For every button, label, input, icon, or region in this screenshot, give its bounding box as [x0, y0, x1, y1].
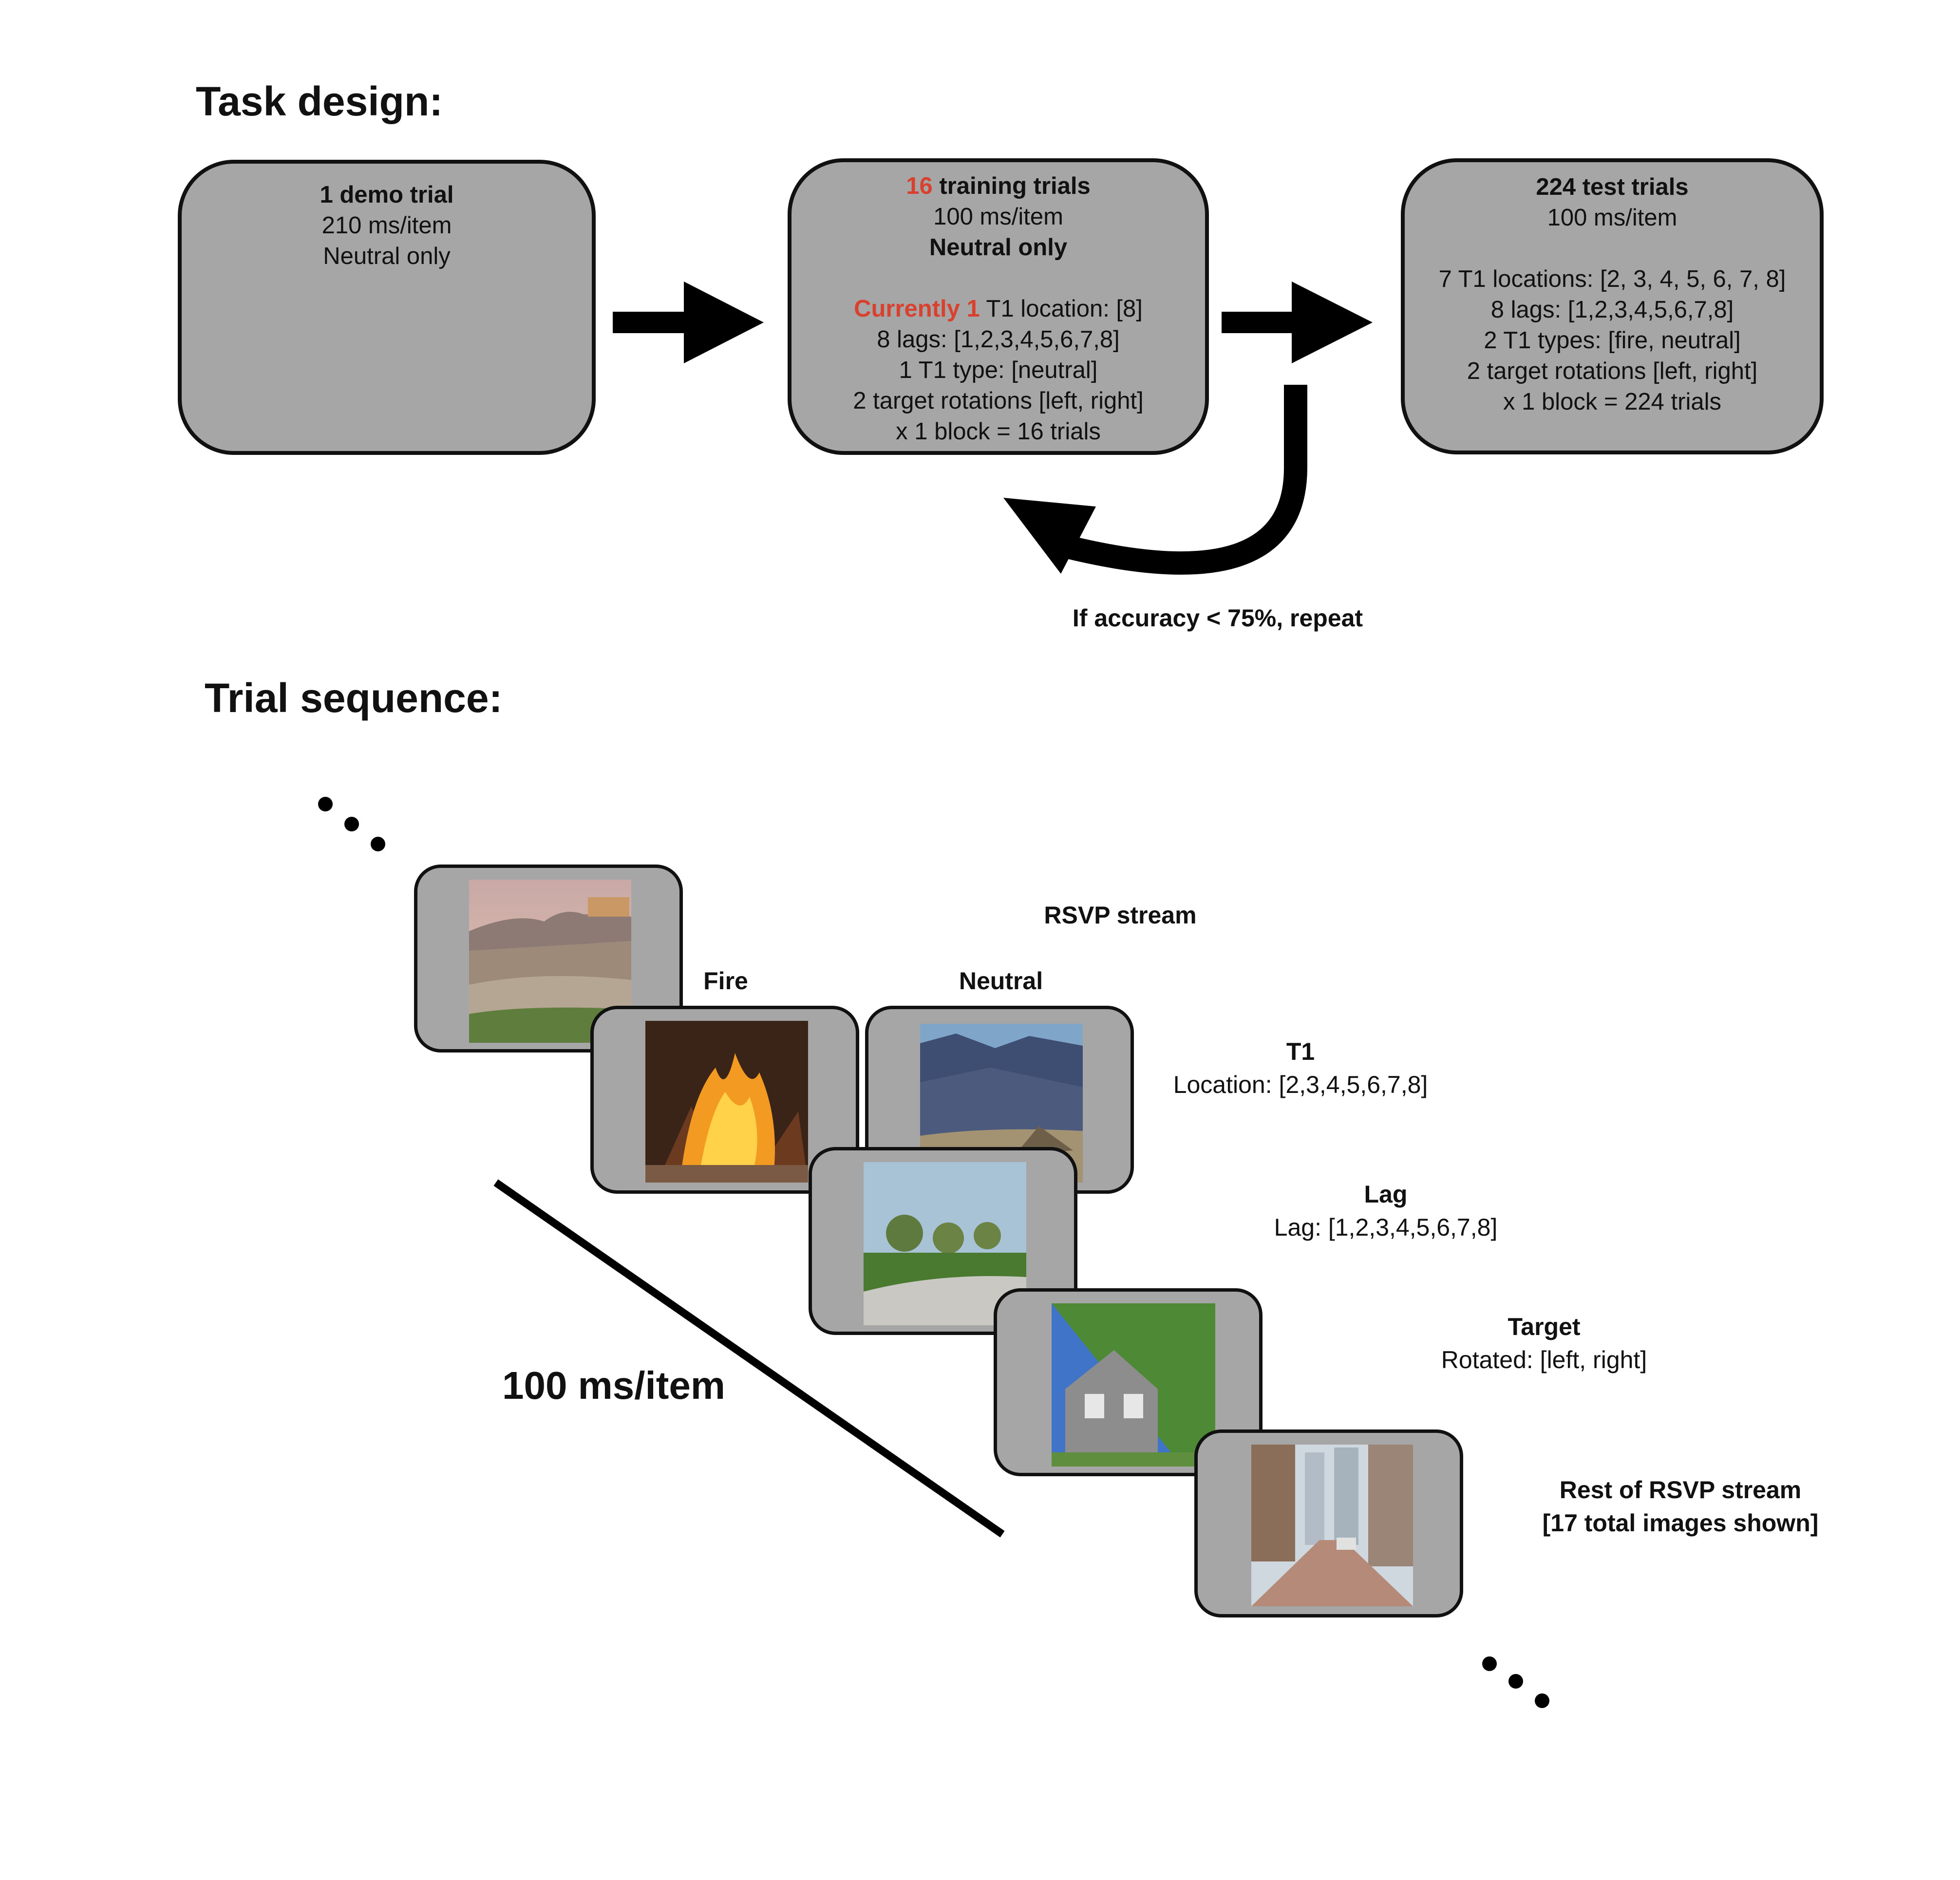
- training-types: 1 T1 type: [neutral]: [899, 357, 1098, 383]
- trial-sequence-heading: Trial sequence:: [205, 675, 503, 721]
- training-rotations: 2 target rotations [left, right]: [853, 388, 1144, 414]
- arrow-training-to-test: [1222, 282, 1373, 363]
- arrow-repeat: [1003, 385, 1307, 575]
- target-desc: Rotated: [left, right]: [1441, 1346, 1647, 1373]
- rate-label: 100 ms/item: [502, 1364, 726, 1407]
- task-design-heading: Task design:: [196, 78, 443, 124]
- t1-title: T1: [1286, 1038, 1315, 1065]
- lag-annotation: Lag Lag: [1,2,3,4,5,6,7,8]: [1191, 1178, 1581, 1244]
- training-block: x 1 block = 16 trials: [896, 418, 1101, 445]
- demo-trial-box: 1 demo trial 210 ms/item Neutral only: [178, 160, 596, 455]
- training-title-rest: training trials: [932, 173, 1091, 199]
- lag-desc: Lag: [1,2,3,4,5,6,7,8]: [1274, 1214, 1498, 1241]
- ellipsis-dots-bottom: [1482, 1656, 1549, 1708]
- neutral-label: Neutral: [959, 967, 1043, 995]
- training-location-rest: T1 location: [8]: [980, 296, 1143, 322]
- rsvp-frame-house: [994, 1288, 1263, 1476]
- rsvp-frame-acropolis: [414, 865, 683, 1053]
- test-rate: 100 ms/item: [1547, 205, 1677, 231]
- rsvp-frame-street: [1194, 1429, 1463, 1617]
- rest-desc: [17 total images shown]: [1542, 1509, 1819, 1537]
- training-lags: 8 lags: [1,2,3,4,5,6,7,8]: [877, 326, 1120, 353]
- arrow-demo-to-training: [613, 282, 764, 363]
- test-locations: 7 T1 locations: [2, 3, 4, 5, 6, 7, 8]: [1438, 266, 1786, 292]
- street-photo: [1251, 1445, 1413, 1606]
- training-location-highlight: Currently 1: [854, 296, 980, 322]
- rsvp-stream-label: RSVP stream: [1044, 902, 1197, 929]
- acropolis-photo: [469, 880, 631, 1043]
- fire-photo: [645, 1021, 808, 1183]
- lag-title: Lag: [1364, 1181, 1408, 1208]
- training-count: 16: [906, 173, 933, 199]
- house-photo: [1052, 1303, 1215, 1466]
- training-trials-box: 16 training trials 100 ms/item Neutral o…: [788, 158, 1209, 455]
- t1-desc: Location: [2,3,4,5,6,7,8]: [1173, 1071, 1428, 1098]
- repeat-condition-label: If accuracy < 75%, repeat: [1072, 604, 1363, 632]
- target-title: Target: [1508, 1313, 1581, 1340]
- park-photo: [864, 1162, 1026, 1325]
- test-types: 2 T1 types: [fire, neutral]: [1484, 327, 1741, 354]
- time-axis-line: [493, 1179, 1005, 1538]
- training-condition: Neutral only: [929, 234, 1068, 261]
- rest-annotation: Rest of RSVP stream [17 total images sho…: [1486, 1473, 1875, 1540]
- demo-trial-rate: 210 ms/item: [321, 212, 452, 239]
- training-location: Currently 1 T1 location: [8]: [792, 294, 1205, 324]
- target-annotation: Target Rotated: [left, right]: [1349, 1310, 1739, 1376]
- test-trials-box: 224 test trials 100 ms/item 7 T1 locatio…: [1401, 158, 1824, 454]
- fire-label: Fire: [703, 967, 748, 995]
- test-lags: 8 lags: [1,2,3,4,5,6,7,8]: [1490, 297, 1734, 323]
- training-rate: 100 ms/item: [933, 204, 1063, 230]
- test-block: x 1 block = 224 trials: [1503, 389, 1722, 415]
- rest-title: Rest of RSVP stream: [1559, 1476, 1802, 1504]
- demo-trial-title: 1 demo trial: [320, 182, 454, 208]
- test-rotations: 2 target rotations [left, right]: [1467, 358, 1758, 384]
- training-trials-title: 16 training trials: [792, 171, 1205, 202]
- demo-trial-condition: Neutral only: [323, 243, 451, 269]
- ellipsis-dots-top: [318, 797, 385, 851]
- test-trials-title: 224 test trials: [1536, 174, 1689, 200]
- t1-annotation: T1 Location: [2,3,4,5,6,7,8]: [1106, 1035, 1495, 1101]
